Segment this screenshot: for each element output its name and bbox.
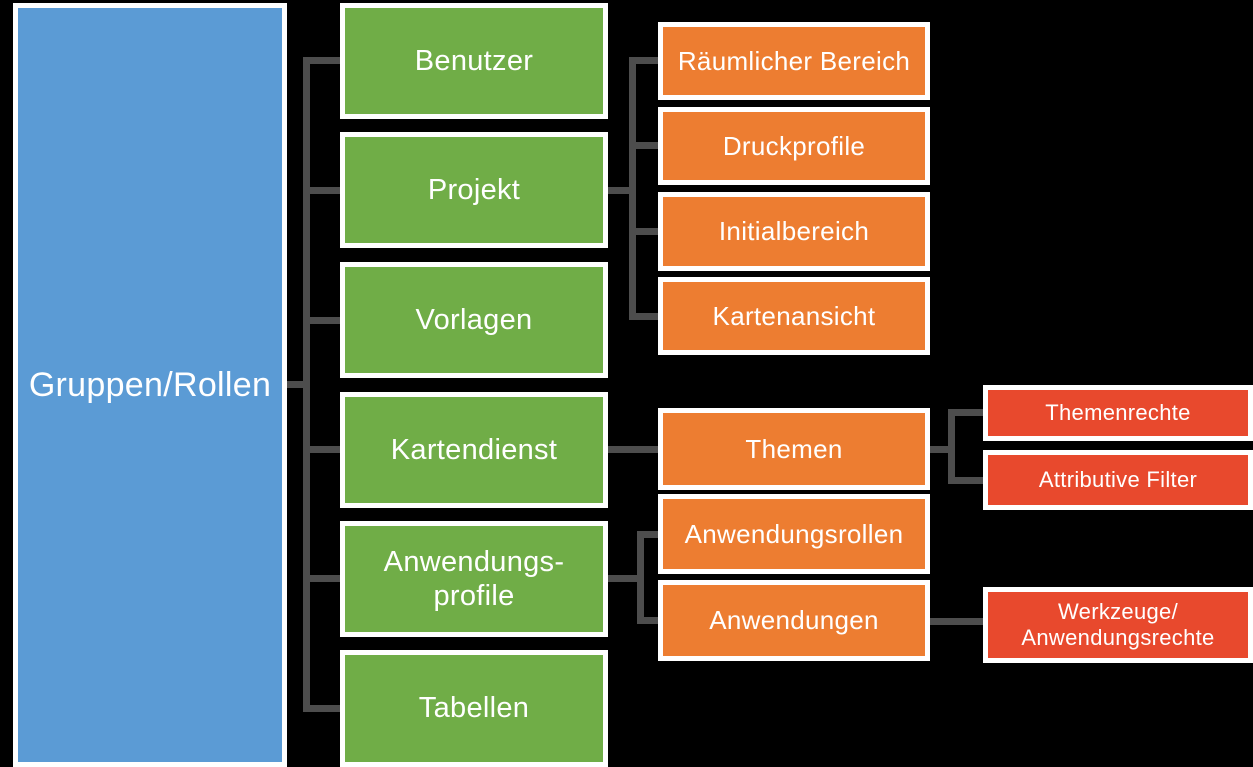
node-druckprofile: Druckprofile	[658, 107, 930, 185]
node-gruppen-rollen-label: Gruppen/Rollen	[28, 365, 272, 404]
connector-stub-benutzer	[303, 57, 340, 64]
connector-stub-themenrechte	[948, 409, 983, 416]
node-anwendungen: Anwendungen	[658, 580, 930, 661]
node-kartenansicht-label: Kartenansicht	[712, 300, 876, 331]
node-themenrechte: Themenrechte	[983, 385, 1253, 441]
node-tabellen-label: Tabellen	[418, 692, 530, 725]
node-benutzer-label: Benutzer	[414, 44, 534, 77]
node-anwendungsrollen-label: Anwendungsrollen	[684, 518, 904, 549]
node-initialbereich: Initialbereich	[658, 192, 930, 271]
node-gruppen-rollen: Gruppen/Rollen	[13, 3, 287, 767]
connector-anwendungsprofile-to-trunk	[608, 575, 644, 582]
node-attributive-filter-label: Attributive Filter	[1038, 467, 1198, 493]
connector-stub-anwendungsprofile	[303, 575, 340, 582]
node-attributive-filter: Attributive Filter	[983, 450, 1253, 510]
node-projekt-label: Projekt	[427, 173, 521, 206]
node-raeumlicher-bereich: Räumlicher Bereich	[658, 22, 930, 100]
node-raeumlicher-bereich-label: Räumlicher Bereich	[677, 45, 911, 76]
node-initialbereich-label: Initialbereich	[718, 216, 870, 247]
node-kartendienst-label: Kartendienst	[390, 433, 558, 466]
node-themen-label: Themen	[745, 433, 843, 464]
connector-trunk-anwendungsprofile-children	[637, 531, 644, 624]
connector-stub-kartendienst	[303, 446, 340, 453]
connector-stub-druckprofile	[629, 142, 658, 149]
node-anwendungsprofile-label-line1: Anwendungs-	[383, 545, 565, 578]
node-kartenansicht: Kartenansicht	[658, 277, 930, 355]
connector-themen-to-trunk	[930, 446, 955, 453]
connector-stub-projekt	[303, 187, 340, 194]
connector-trunk-level1	[303, 57, 310, 712]
connector-stub-kartenansicht	[629, 313, 658, 320]
node-werkzeuge-label-line2: Anwendungsrechte	[1021, 625, 1215, 650]
node-werkzeuge-anwendungsrechte: Werkzeuge/ Anwendungsrechte	[983, 587, 1253, 663]
connector-trunk-themen-children	[948, 409, 955, 484]
connector-anwendungen-werkzeuge	[930, 618, 983, 625]
connector-stub-initialbereich	[629, 228, 658, 235]
connector-kartendienst-themen	[608, 446, 658, 453]
node-tabellen: Tabellen	[340, 650, 608, 767]
connector-stub-attributive-filter	[948, 477, 983, 484]
connector-projekt-to-trunk	[608, 187, 636, 194]
connector-stub-tabellen	[303, 705, 340, 712]
node-anwendungsrollen: Anwendungsrollen	[658, 494, 930, 574]
node-vorlagen-label: Vorlagen	[415, 303, 533, 336]
connector-stub-anwendungen	[637, 617, 658, 624]
node-projekt: Projekt	[340, 132, 608, 248]
node-anwendungsprofile-label-line2: profile	[433, 580, 515, 612]
node-werkzeuge-label-line1: Werkzeuge/	[1058, 599, 1178, 625]
node-anwendungsprofile: Anwendungs- profile	[340, 521, 608, 637]
node-druckprofile-label: Druckprofile	[722, 130, 866, 161]
connector-trunk-projekt-children	[629, 57, 636, 320]
connector-stub-vorlagen	[303, 317, 340, 324]
node-kartendienst: Kartendienst	[340, 392, 608, 508]
node-vorlagen: Vorlagen	[340, 262, 608, 378]
node-themenrechte-label: Themenrechte	[1045, 400, 1191, 426]
node-benutzer: Benutzer	[340, 3, 608, 119]
node-anwendungen-label: Anwendungen	[709, 605, 879, 636]
node-themen: Themen	[658, 408, 930, 490]
connector-stub-raeumlicher-bereich	[629, 57, 658, 64]
connector-root-to-trunk	[285, 381, 307, 388]
connector-stub-anwendungsrollen	[637, 531, 658, 538]
